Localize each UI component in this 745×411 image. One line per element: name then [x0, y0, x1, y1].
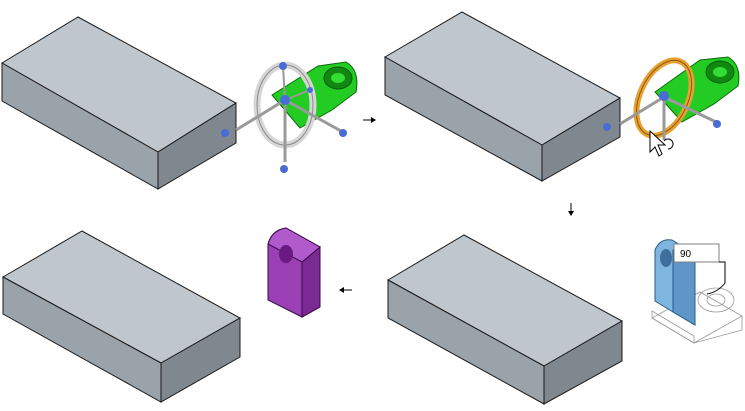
box-side-face — [543, 320, 623, 405]
angle-input-box[interactable]: 90 — [673, 243, 726, 295]
box-side-face — [157, 102, 237, 190]
step-2-panel — [383, 11, 740, 182]
box-block — [1, 16, 237, 190]
box-block — [1, 230, 242, 403]
purple-part — [267, 227, 321, 318]
angle-value[interactable]: 90 — [680, 249, 692, 260]
handle-knob-bottom[interactable] — [280, 165, 288, 173]
arrow-right-icon — [363, 117, 376, 123]
handle-knob-center[interactable] — [659, 91, 669, 101]
rotation-manipulator[interactable] — [221, 61, 347, 173]
arrow-left-icon — [339, 287, 352, 293]
handle-knob-right[interactable] — [339, 129, 347, 137]
green-part — [654, 56, 740, 123]
mouse-cursor-icon — [649, 129, 674, 157]
box-side-face — [541, 97, 621, 182]
handle-knob-center[interactable] — [280, 95, 290, 105]
step-1-panel — [1, 16, 358, 190]
handle-knob-left[interactable] — [603, 123, 611, 131]
arrow-down-icon — [568, 203, 574, 216]
box-block — [383, 11, 622, 182]
box-side-face — [160, 317, 241, 403]
box-block — [386, 234, 624, 405]
handle-knob-mid[interactable] — [307, 87, 313, 93]
rotation-manipulator[interactable] — [603, 52, 721, 145]
step-4-panel — [1, 227, 321, 403]
handle-knob-left[interactable] — [221, 129, 229, 137]
handle-knob-right[interactable] — [713, 120, 721, 128]
step-3-panel: 90 — [386, 234, 743, 405]
handle-knob-top[interactable] — [279, 62, 287, 70]
